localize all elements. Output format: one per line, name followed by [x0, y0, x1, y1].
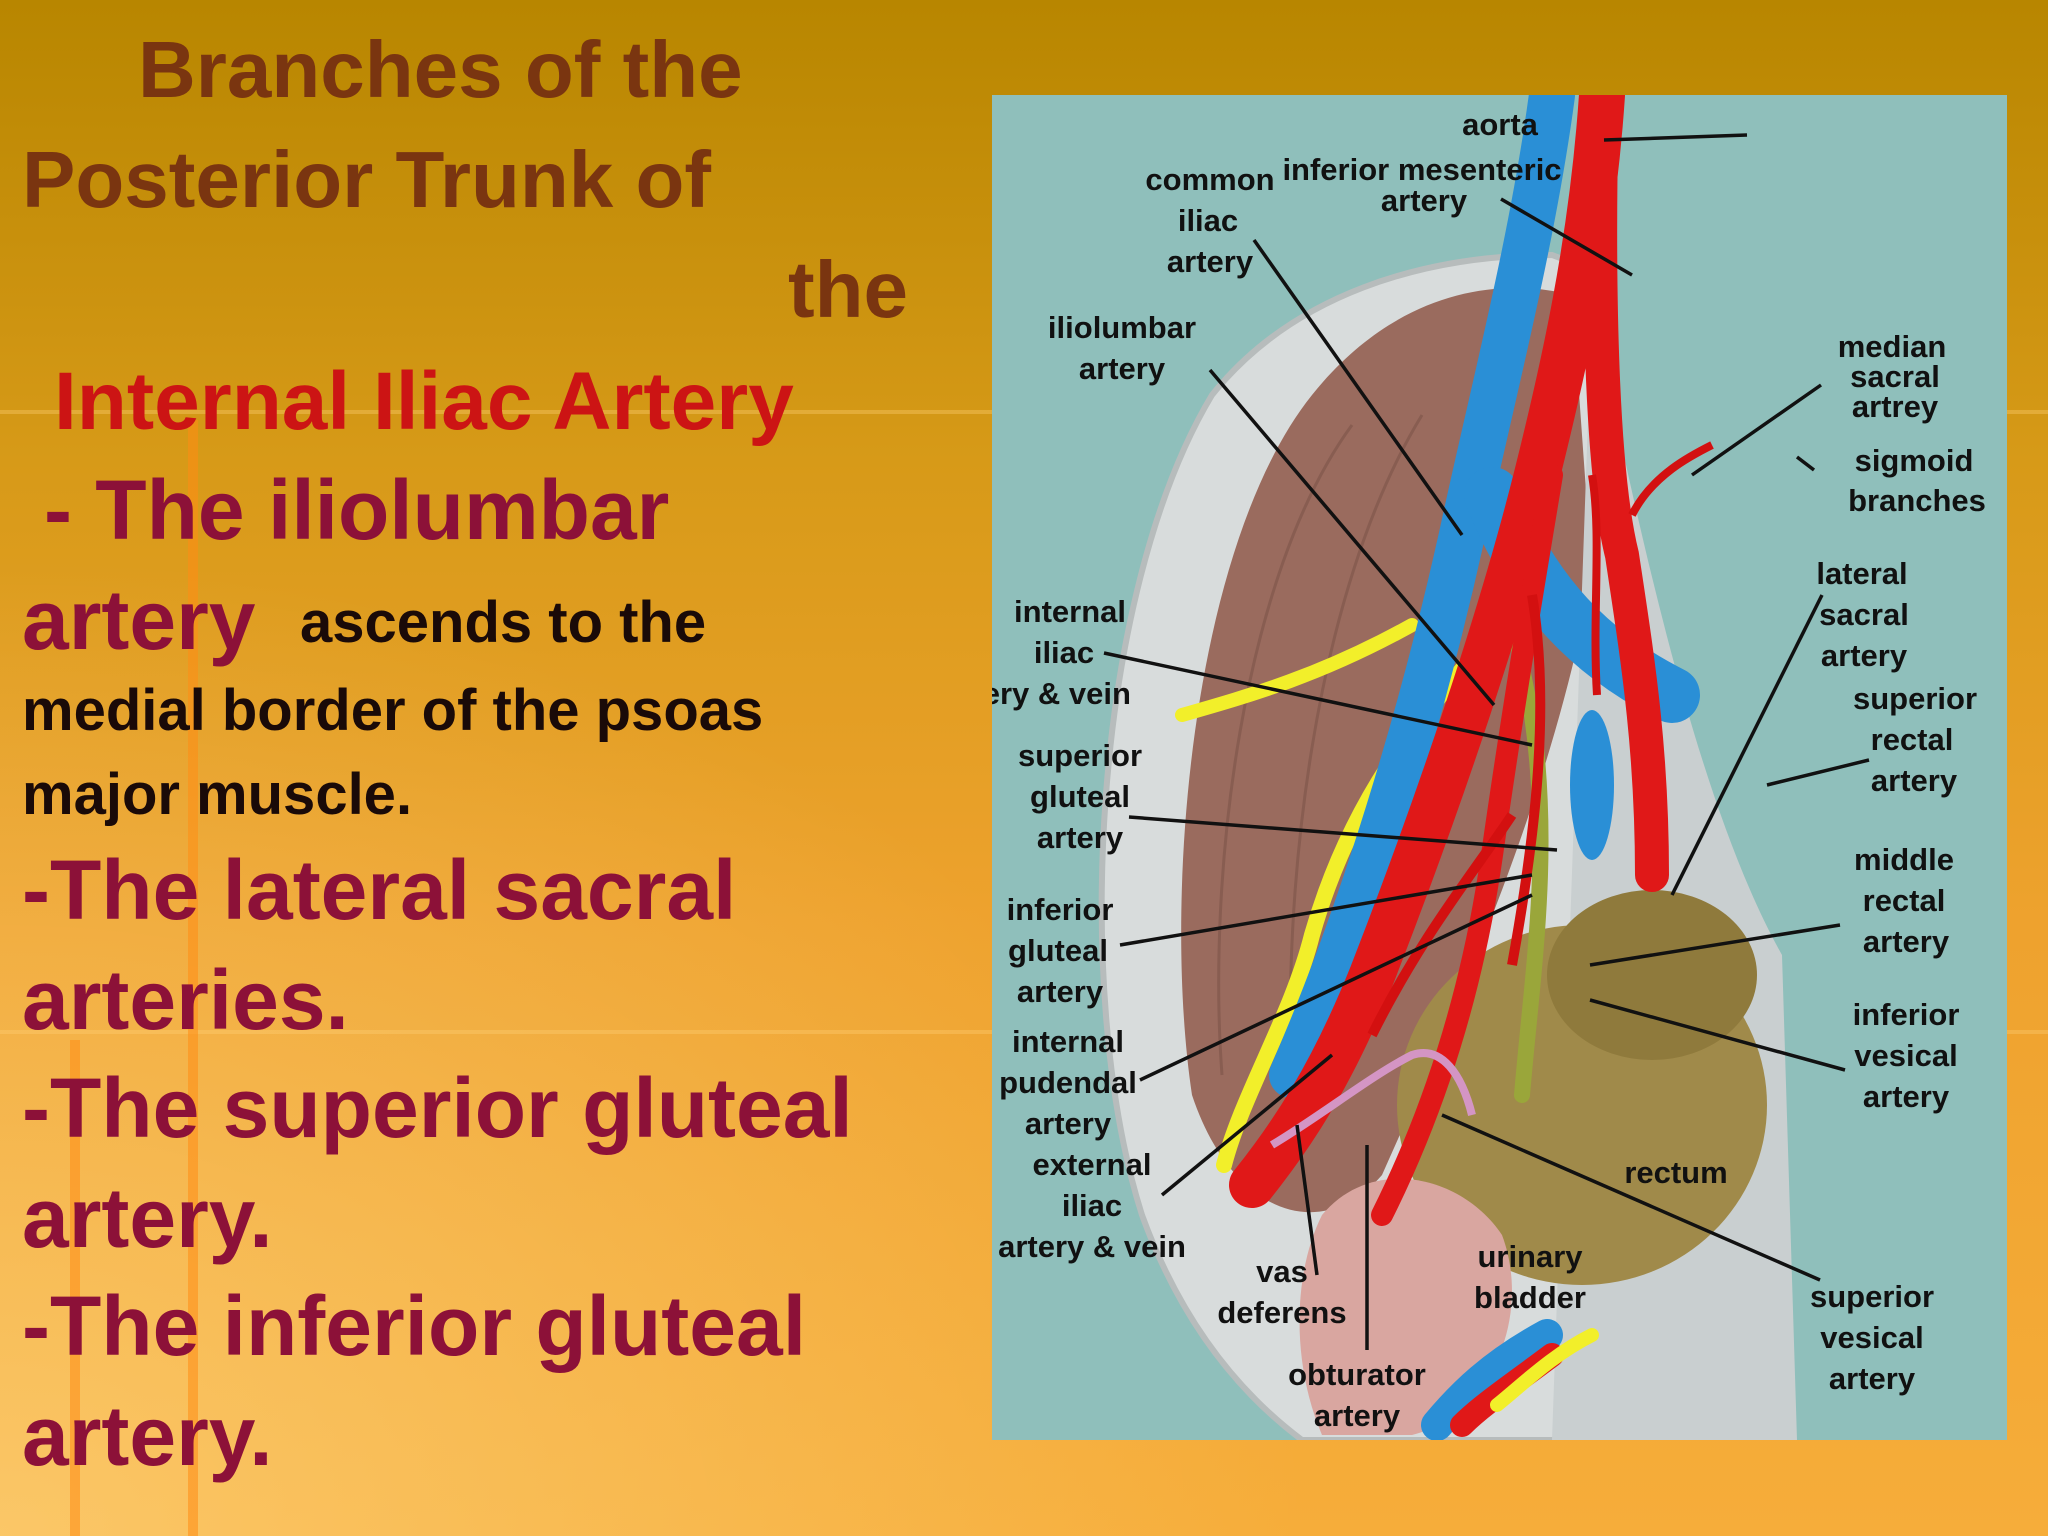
background-stripe — [70, 1040, 80, 1536]
leader-lines — [1103, 133, 1870, 1350]
label-lateral-sacral-2: sacral — [1819, 597, 1909, 632]
label-superior-vesical-2: vesical — [1820, 1320, 1923, 1355]
title-line-1: Branches of the — [138, 25, 743, 114]
anatomy-figure: aorta inferior mesenteric artery common … — [992, 95, 2007, 1440]
urinary-bladder-shape — [1299, 1178, 1512, 1435]
label-sigmoid-2: branches — [1848, 483, 1986, 518]
label-urinary-bladder: urinary — [1477, 1239, 1583, 1274]
label-superior-vesical: superior — [1810, 1279, 1934, 1314]
title-line-3: the — [788, 245, 908, 334]
vein — [1269, 95, 1575, 1098]
label-common-iliac-3: artery — [1167, 244, 1254, 279]
label-internal-iliac: internal — [1014, 594, 1126, 629]
label-inferior-vesical: inferior — [1853, 997, 1960, 1032]
label-superior-rectal: superior — [1853, 681, 1977, 716]
label-common-iliac: common — [1145, 162, 1274, 197]
label-median-sacral-3: artrey — [1852, 389, 1939, 424]
label-internal-pudendal: internal — [1012, 1024, 1124, 1059]
label-rectum: rectum — [1624, 1155, 1727, 1190]
label-superior-rectal-2: rectal — [1871, 722, 1954, 757]
label-inferior-gluteal-2: gluteal — [1008, 933, 1108, 968]
label-iliolumbar-2: artery — [1079, 351, 1166, 386]
label-vas-deferens-2: deferens — [1217, 1295, 1346, 1330]
anatomy-illustration: aorta inferior mesenteric artery common … — [992, 95, 2007, 1440]
label-urinary-bladder-2: bladder — [1474, 1280, 1586, 1315]
label-lateral-sacral: lateral — [1816, 556, 1907, 591]
label-external-iliac: external — [1033, 1147, 1152, 1182]
label-median-sacral-2: sacral — [1850, 359, 1940, 394]
label-median-sacral: median — [1838, 329, 1947, 364]
label-inferior-vesical-2: vesical — [1854, 1038, 1957, 1073]
label-internal-iliac-3: artery & vein — [992, 676, 1131, 711]
label-internal-iliac-2: iliac — [1034, 635, 1094, 670]
label-superior-vesical-3: artery — [1829, 1361, 1916, 1396]
item-2-line-2: arteries. — [22, 953, 349, 1047]
label-sigmoid: sigmoid — [1855, 443, 1974, 478]
label-vas-deferens: vas — [1256, 1254, 1308, 1289]
label-iliolumbar: iliolumbar — [1048, 310, 1196, 345]
label-inferior-gluteal-3: artery — [1017, 974, 1104, 1009]
label-lateral-sacral-3: artery — [1821, 638, 1908, 673]
label-superior-gluteal-3: artery — [1037, 820, 1124, 855]
item-3-line-1: -The superior gluteal — [22, 1061, 853, 1155]
label-internal-pudendal-2: pudendal — [999, 1065, 1137, 1100]
background-stripe — [188, 420, 198, 1536]
figure-labels: aorta inferior mesenteric artery common … — [992, 107, 1986, 1433]
label-middle-rectal-2: rectal — [1863, 883, 1946, 918]
subtitle: Internal Iliac Artery — [54, 356, 794, 447]
item-3-line-2: artery. — [22, 1171, 273, 1265]
label-inferior-gluteal: inferior — [1007, 892, 1114, 927]
label-external-iliac-3: artery & vein — [998, 1229, 1186, 1264]
label-obturator: obturator — [1288, 1357, 1426, 1392]
label-superior-gluteal-2: gluteal — [1030, 779, 1130, 814]
label-middle-rectal: middle — [1854, 842, 1954, 877]
item-1-tail-1: ascends to the — [300, 590, 707, 655]
item-4-line-2: artery. — [22, 1389, 273, 1483]
label-common-iliac-2: iliac — [1178, 203, 1238, 238]
label-superior-gluteal: superior — [1018, 738, 1142, 773]
item-2-line-1: -The lateral sacral — [22, 843, 737, 937]
vas-deferens — [1269, 1049, 1476, 1149]
label-external-iliac-2: iliac — [1062, 1188, 1122, 1223]
item-1-tail-3: major muscle. — [22, 762, 413, 827]
label-superior-rectal-3: artery — [1871, 763, 1958, 798]
label-internal-pudendal-3: artery — [1025, 1106, 1112, 1141]
label-middle-rectal-3: artery — [1863, 924, 1950, 959]
title-line-2: Posterior Trunk of — [22, 135, 711, 224]
item-4-line-1: -The inferior gluteal — [22, 1279, 807, 1373]
item-1-lead: artery — [22, 573, 256, 667]
item-1-tail-2: medial border of the psoas — [22, 678, 764, 743]
label-inferior-mesenteric-2: artery — [1381, 183, 1468, 218]
label-inferior-vesical-3: artery — [1863, 1079, 1950, 1114]
artery — [1229, 95, 1625, 1208]
label-aorta: aorta — [1462, 107, 1539, 142]
item-1-line-1: - The iliolumbar — [44, 463, 670, 557]
label-obturator-2: artery — [1314, 1398, 1401, 1433]
label-inferior-mesenteric: inferior mesenteric — [1282, 152, 1561, 187]
